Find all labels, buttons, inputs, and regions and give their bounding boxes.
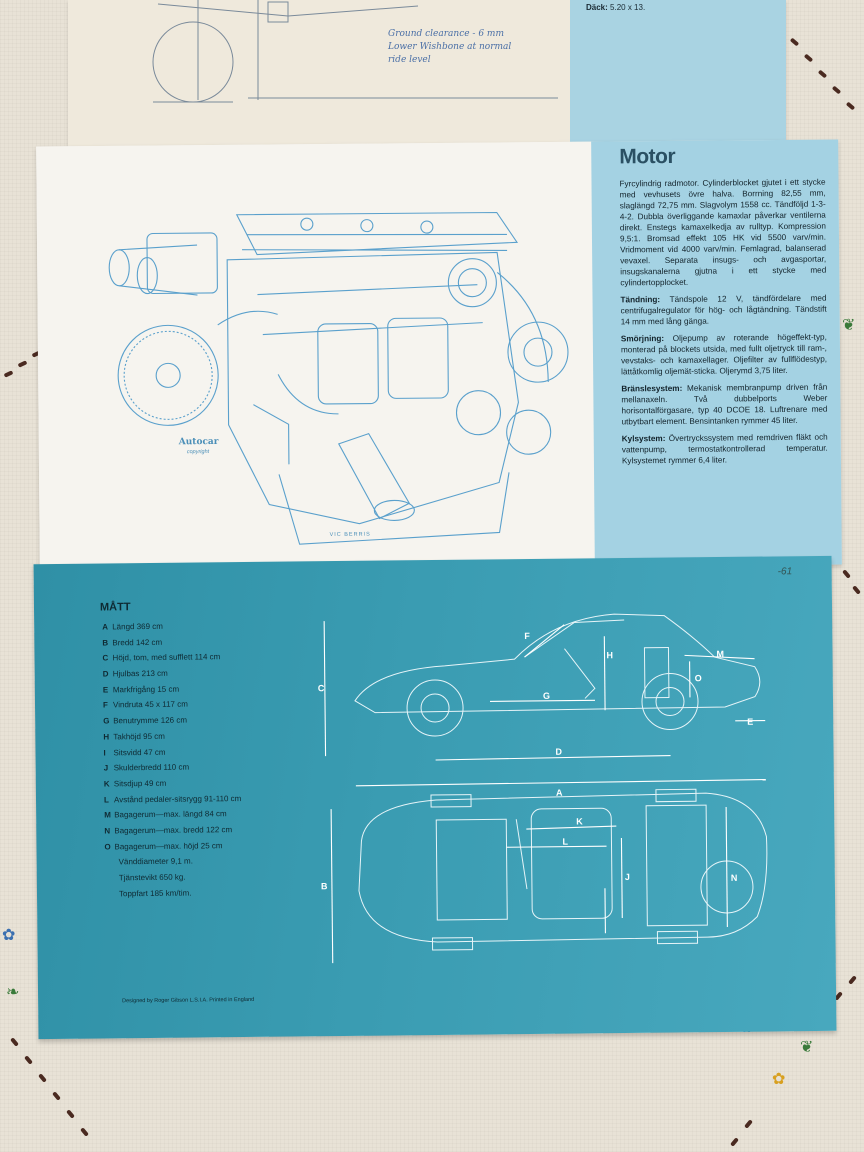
dimension-letter-a: A [556,788,563,798]
dim-text: Bagagerum—max. längd 84 cm [114,809,227,820]
illustration-artist: VIC BERRIS [329,531,371,538]
top-folded-sheet: Ground clearance - 6 mm Lower Wishbone a… [68,0,786,150]
dim-text: Sitsdjup 49 cm [113,778,167,789]
dim-text: Hjulbas 213 cm [112,668,168,679]
embroidered-flower-icon: ✿ [772,1071,786,1088]
dim-text: Tjänstevikt 650 kg. [118,872,186,883]
motor-title: Motor [619,144,676,169]
spec-label: Tändning: [620,295,661,305]
dim-text: Vindruta 45 x 117 cm [112,700,188,710]
dimension-letter-m: M [716,649,724,659]
spec-section-ignition: Tändning: Tändspole 12 V, tändfördelare … [620,293,826,328]
dimension-letter-c: C [318,683,325,693]
dim-text: Längd 369 cm [112,621,163,632]
dim-text: Höjd, tom, med sufflett 114 cm [112,652,221,663]
pencil-mark: -61 [777,566,793,578]
spec-label: Kylsystem: [621,434,666,444]
dim-text: Bagagerum—max. höjd 25 cm [114,840,223,851]
dim-key: H [103,732,110,742]
spec-label: Smörjning: [620,334,665,344]
dimension-letter-n: N [731,873,738,883]
dimension-letter-f: F [524,631,530,641]
handwritten-line: Ground clearance - 6 mm [388,29,504,39]
handwritten-line: Lower Wishbone at normal [388,42,512,52]
dim-text: Toppfart 185 km/tim. [118,888,192,899]
dim-key: L [103,794,109,805]
illustration-brand: Autocar [178,436,219,448]
dimension-letter-k: K [576,816,583,826]
dim-text: Vänddiameter 9,1 m. [118,856,193,867]
dim-key: O [104,842,111,852]
dim-key: I [103,747,106,757]
dim-text: Bredd 142 cm [112,637,163,648]
design-credit: Designed by Roger Gibson L.S.I.A. Printe… [122,996,255,1005]
dim-key: C [102,653,109,663]
dim-text: Avstånd pedaler-sitsrygg 91-110 cm [113,793,242,804]
dimension-letter-h: H [606,650,613,660]
embroidered-flower-icon: ✿ [2,927,16,944]
handwritten-line: ride level [388,55,431,65]
spec-section-fuel: Bränslesystem: Mekanisk membranpump driv… [621,382,827,428]
dimensions-title: MÅTT [99,601,131,614]
dim-key: F [102,700,108,710]
dim-text: Bagagerum—max. bredd 122 cm [114,825,233,836]
tyre-spec: Däck: 5.20 x 13. [586,3,645,12]
dim-key: M [104,810,111,820]
dim-text: Markfrigång 15 cm [112,684,180,695]
embroidered-flower-icon: ❧ [6,984,20,1001]
dim-key: A [102,622,109,632]
car-dimension-blueprint: A B C D E F G H J K L M N O [318,613,768,964]
dim-key: J [103,763,109,773]
dimension-letter-j: J [625,872,630,882]
dimension-letter-d: D [555,747,562,757]
tyre-value: 5.20 x 13. [610,3,646,12]
dimension-letter-b: B [321,881,328,891]
dim-key: K [103,779,110,789]
spec-section-cooling: Kylsystem: Övertryckssystem med remdrive… [622,432,828,467]
motor-page: Autocar copyright VIC BERRIS Motor Fyrcy… [36,139,842,572]
motor-intro: Fyrcylindrig radmotor. Cylinderblocket g… [619,177,827,288]
engine-illustration-area: Autocar copyright VIC BERRIS [36,141,598,572]
illustration-copyright: copyright [186,449,210,456]
engine-cutaway-illustration [108,211,569,545]
dim-key: G [103,716,110,726]
motor-spec-panel: Motor Fyrcylindrig radmotor. Cylinderblo… [591,139,842,567]
dim-key: B [102,638,109,648]
spec-label: Bränslesystem: [621,383,683,394]
dimension-letter-o: O [695,673,702,683]
motor-spec-text: Fyrcylindrig radmotor. Cylinderblocket g… [619,177,828,473]
dim-text: Benutrymme 126 cm [113,715,188,726]
dimension-letter-g: G [543,691,550,701]
handwritten-note: Ground clearance - 6 mm Lower Wishbone a… [388,28,568,67]
top-blue-panel: Däck: 5.20 x 13. [570,0,786,150]
dimension-letter-e: E [747,717,753,727]
dim-key: E [102,685,109,695]
embroidered-leaf-icon: ❦ [800,1039,814,1056]
dim-text: Skulderbredd 110 cm [113,762,190,773]
dim-key: N [104,826,111,836]
dim-text: Takhöjd 95 cm [113,731,165,742]
suspension-sketch [152,0,558,103]
dim-text: Sitsvidd 47 cm [113,747,166,757]
dim-key: D [102,669,109,679]
tyre-label: Däck: [586,3,608,12]
spec-section-lubrication: Smörjning: Oljepump av roterande högeffe… [621,332,827,378]
embroidered-leaf-icon: ❦ [842,317,856,334]
dimension-letter-l: L [562,837,568,847]
